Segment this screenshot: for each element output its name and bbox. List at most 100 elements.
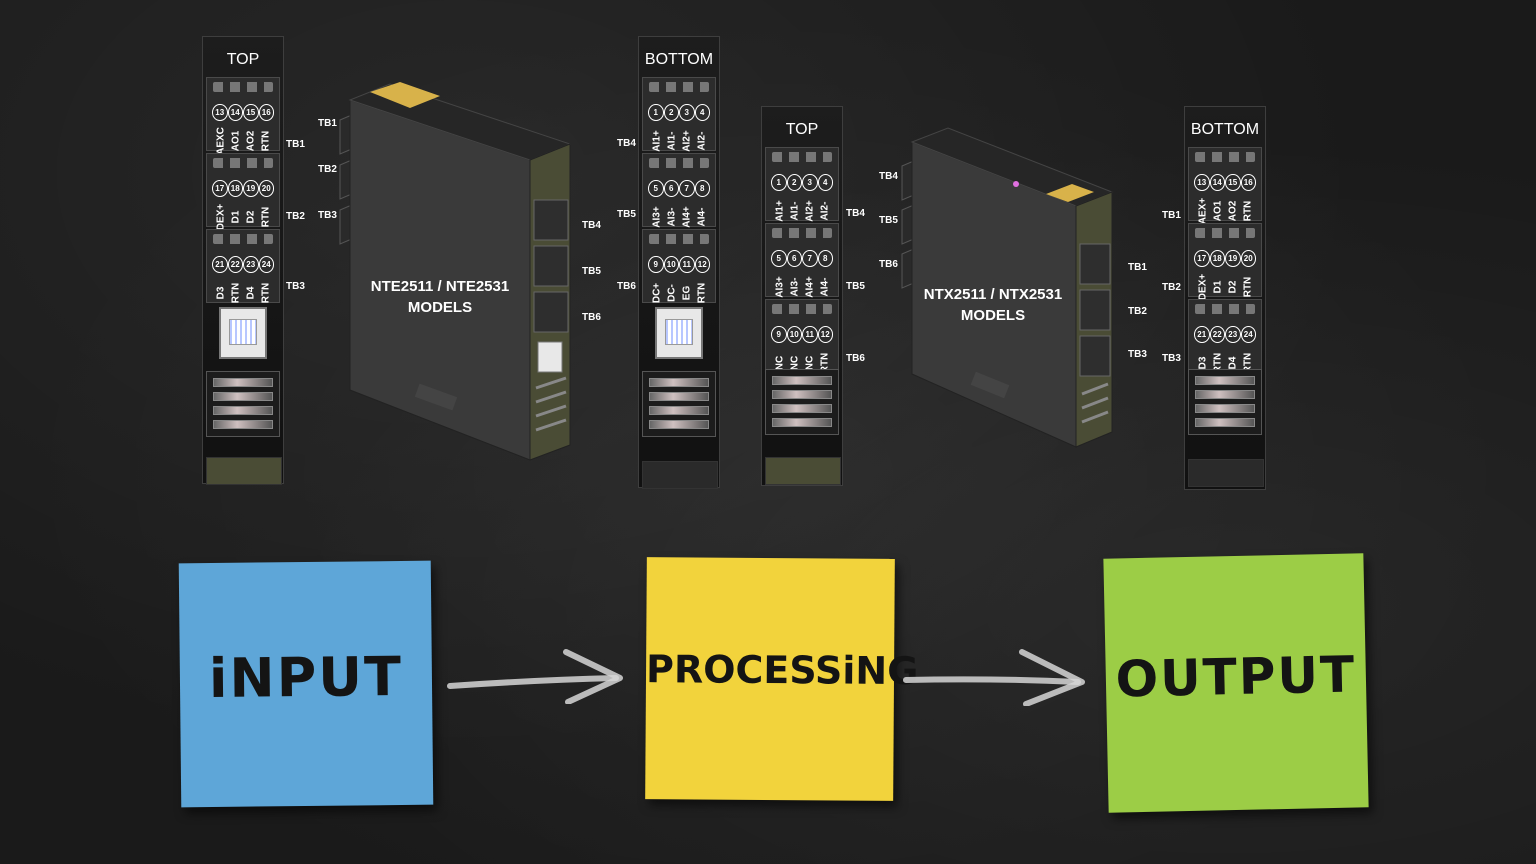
screw-terminals [772,152,832,162]
signal-label: DC+ [649,276,664,310]
tb-label: TB2 [1162,282,1181,293]
signal-text: DEX+ [1197,273,1208,301]
pin-number: 9 [648,256,664,273]
signal-text: AI1- [666,131,677,151]
pin-number: 21 [212,256,228,273]
signal-label: D3 [213,276,228,310]
pin-number: 17 [212,180,228,197]
pin-number: 2 [663,104,679,121]
model-name: NTE2511 / NTE2531 [370,278,510,295]
pin-number: 7 [802,250,818,267]
model-name: NTX2511 / NTX2531 [923,286,1063,303]
pin-number: 19 [1225,250,1241,267]
signal-label: RTN [228,276,243,310]
signal-text: AO2 [245,130,256,152]
tb-label: TB2 [286,211,305,222]
input-label: iNPUT [208,644,404,711]
signal-text: AI1- [789,201,800,221]
signal-text: AI4+ [804,276,815,298]
pin-number: 17 [1194,250,1210,267]
screw-terminals [1195,228,1255,238]
tb-label: TB4 [582,220,601,231]
signal-text: AEXC [215,127,226,155]
pin-number: 11 [679,256,695,273]
signal-text: RTN [230,282,241,304]
screw-terminals [772,228,832,238]
signal-text: AI4- [819,277,830,297]
nte-module-illustration [339,82,572,461]
signal-label: D4 [243,276,258,310]
signal-text: AI2+ [804,200,815,222]
input-sticky-note: iNPUT [178,560,434,808]
pin-number: 8 [817,250,833,267]
chalk-arrow-icon [903,649,1085,706]
pin-number: 1 [771,174,787,191]
nte-bottom-title: BOTTOM [644,51,714,68]
pin-number: 11 [802,326,818,343]
pin-number: 12 [817,326,833,343]
pin-number: 6 [786,250,802,267]
screw-terminals [213,234,273,244]
pin-number: 24 [258,256,274,273]
pin-number: 2 [786,174,802,191]
led-indicator-icon [642,371,716,437]
tb-label: TB2 [318,164,337,175]
screw-terminals [772,304,832,314]
pin-number: 3 [679,104,695,121]
tb-label: TB1 [286,139,305,150]
pin-number: 15 [243,104,259,121]
signal-text: RTN [260,282,271,304]
tb-label: TB1 [1128,262,1147,273]
output-sticky-note: OUTPUT [1103,553,1369,813]
tb-label: TB3 [1162,353,1181,364]
pin-number: 4 [694,104,710,121]
signal-text: D3 [215,286,226,300]
pin-number: 1 [648,104,664,121]
signal-text: AO1 [230,130,241,152]
tb-label: TB1 [318,118,337,129]
signal-text: AI2- [819,201,830,221]
signal-text: AI2- [696,131,707,151]
rj45-port-icon [655,307,703,359]
model-suffix: MODELS [960,307,1026,324]
pin-number: 21 [1194,326,1210,343]
signal-text: D2 [1227,280,1238,294]
led-indicator-icon [206,371,280,437]
tb-label: TB5 [617,209,636,220]
tb-label: TB4 [617,138,636,149]
pin-number: 16 [258,104,274,121]
screw-terminals [649,158,709,168]
din-rail-clip [642,461,718,489]
din-rail-clip [206,457,282,485]
signal-text: AO2 [1227,200,1238,222]
tb-label: TB6 [617,281,636,292]
signal-text: AEX+ [1197,197,1208,225]
signal-text: DC- [666,284,677,302]
ntx-model-label: NTX2511 / NTX2531 MODELS [908,284,1078,326]
pin-number: 18 [1209,250,1225,267]
model-suffix: MODELS [407,299,473,316]
pin-number: 20 [1240,250,1256,267]
tb-label: TB6 [879,259,898,270]
pin-number: 24 [1240,326,1256,343]
tb-label: TB5 [846,281,865,292]
tb-label: TB5 [879,215,898,226]
pin-number: 7 [679,180,695,197]
screw-terminals [649,234,709,244]
tb-label: TB3 [286,281,305,292]
tb-label: TB5 [582,266,601,277]
signal-label: DC- [664,276,679,310]
